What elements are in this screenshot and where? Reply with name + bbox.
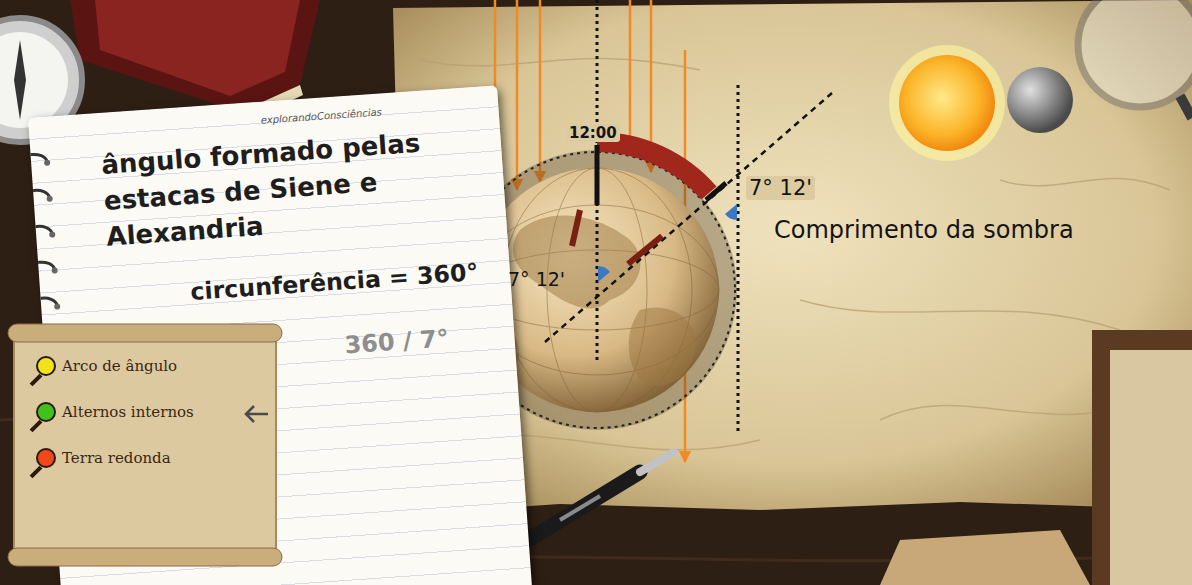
- ring: [32, 297, 57, 307]
- compass: [0, 32, 68, 128]
- legend-item: Terra redonda: [36, 448, 171, 468]
- legend-text: Arco de ângulo: [62, 357, 177, 375]
- angle-label: 7° 12': [746, 176, 815, 200]
- parchment-map: [420, 58, 1170, 449]
- legend-text: Terra redonda: [62, 449, 171, 467]
- books: [880, 530, 1090, 585]
- geometry-lines: [597, 142, 709, 193]
- angle-label: 7° 12': [508, 268, 565, 290]
- geometry-lines: [572, 210, 580, 246]
- magnifier: [1078, 0, 1192, 107]
- sun: [899, 55, 995, 151]
- angle-wedges: [598, 204, 737, 282]
- legend-text: Alternos internos: [62, 403, 194, 421]
- ring: [28, 189, 50, 199]
- note-formula: circunferência = 360°: [189, 253, 509, 309]
- magnifier-swatch: [36, 448, 56, 468]
- ring-hole: [46, 195, 52, 201]
- note-heading: ângulo formado pelas estacas de Siene e …: [100, 123, 457, 255]
- angle-wedges: [598, 266, 610, 282]
- shadow-caption: Comprimento da sombra: [774, 216, 1074, 244]
- ring: [28, 225, 52, 235]
- legend-item: Alternos internos: [36, 402, 194, 422]
- magnifier-swatch: [36, 356, 56, 376]
- geometry-lines: [595, 145, 600, 205]
- ring-hole: [54, 303, 60, 309]
- scroll-roll: [8, 548, 282, 566]
- angle-wedges: [725, 204, 737, 220]
- scroll-sheet: [14, 336, 276, 556]
- geometry-lines: [706, 183, 726, 200]
- geometry-lines: [596, 0, 599, 360]
- ring: [28, 154, 47, 164]
- books: [1092, 330, 1192, 585]
- magnifier: [1180, 96, 1192, 118]
- scroll-roll: [8, 324, 282, 342]
- moon: [1007, 67, 1073, 133]
- magnifier-swatch: [36, 402, 56, 422]
- magnifier: [1078, 0, 1192, 118]
- legend-item: Arco de ângulo: [36, 356, 177, 376]
- sun: [889, 45, 1005, 161]
- books: [880, 330, 1192, 585]
- watermark: explorandoConsciências: [260, 98, 485, 128]
- geometry-lines: [628, 236, 662, 264]
- sun-rays: [516, 0, 519, 190]
- compass: [14, 40, 26, 120]
- geometry-lines: [737, 85, 740, 435]
- time-label: 12:00: [566, 124, 620, 142]
- ring-hole: [49, 231, 55, 237]
- pointer-arrow: [246, 406, 268, 422]
- ring-hole: [44, 160, 50, 166]
- legend-scroll: Arco de ânguloAlternos internosTerra red…: [6, 322, 286, 568]
- globe: [495, 216, 696, 386]
- books: [1110, 350, 1192, 585]
- ring-hole: [52, 267, 58, 273]
- red-book: [95, 0, 300, 96]
- sun: [889, 45, 1005, 161]
- note-division: 360 / 7°: [343, 317, 505, 362]
- sun-rays: [539, 0, 542, 182]
- ring: [29, 261, 54, 271]
- pen: [560, 496, 600, 520]
- pen: [640, 452, 674, 472]
- sun-rays: [629, 0, 632, 150]
